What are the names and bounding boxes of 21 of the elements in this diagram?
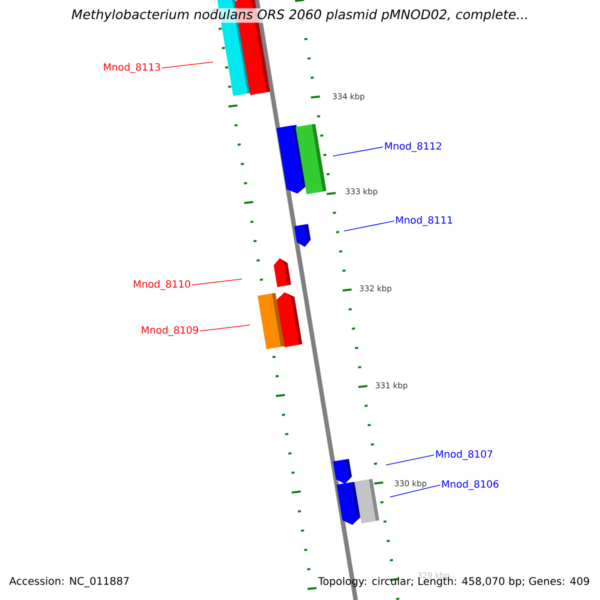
leader-line (344, 220, 394, 232)
gene-label: Mnod_8106 (442, 480, 498, 490)
info-text: Accession: NC_011887 (9, 576, 129, 588)
leader-line (162, 62, 214, 68)
gene-label: Mnod_8107 (436, 450, 492, 460)
gene-label: Mnod_8109 (142, 326, 198, 336)
gene-label: Mnod_8111 (396, 216, 452, 226)
scale-label: 332 kbp (360, 285, 392, 293)
scale-label: 334 kbp (332, 93, 364, 101)
gene-label: Mnod_8113 (104, 63, 160, 73)
title: Methylobacterium nodulans ORS 2060 plasmid pMNOD02, complete... (70, 8, 530, 23)
leader-line (390, 484, 440, 498)
gene-label: Mnod_8112 (385, 142, 442, 152)
scale-label: 331 kbp (376, 382, 408, 390)
scale-label: 330 kbp (394, 480, 426, 488)
scale-label: 333 kbp (346, 188, 378, 196)
leader-line (386, 454, 434, 466)
gene-label: Mnod_8110 (134, 280, 190, 290)
leader-line (192, 278, 242, 286)
leader-line (332, 146, 384, 156)
leader-line (200, 324, 250, 332)
